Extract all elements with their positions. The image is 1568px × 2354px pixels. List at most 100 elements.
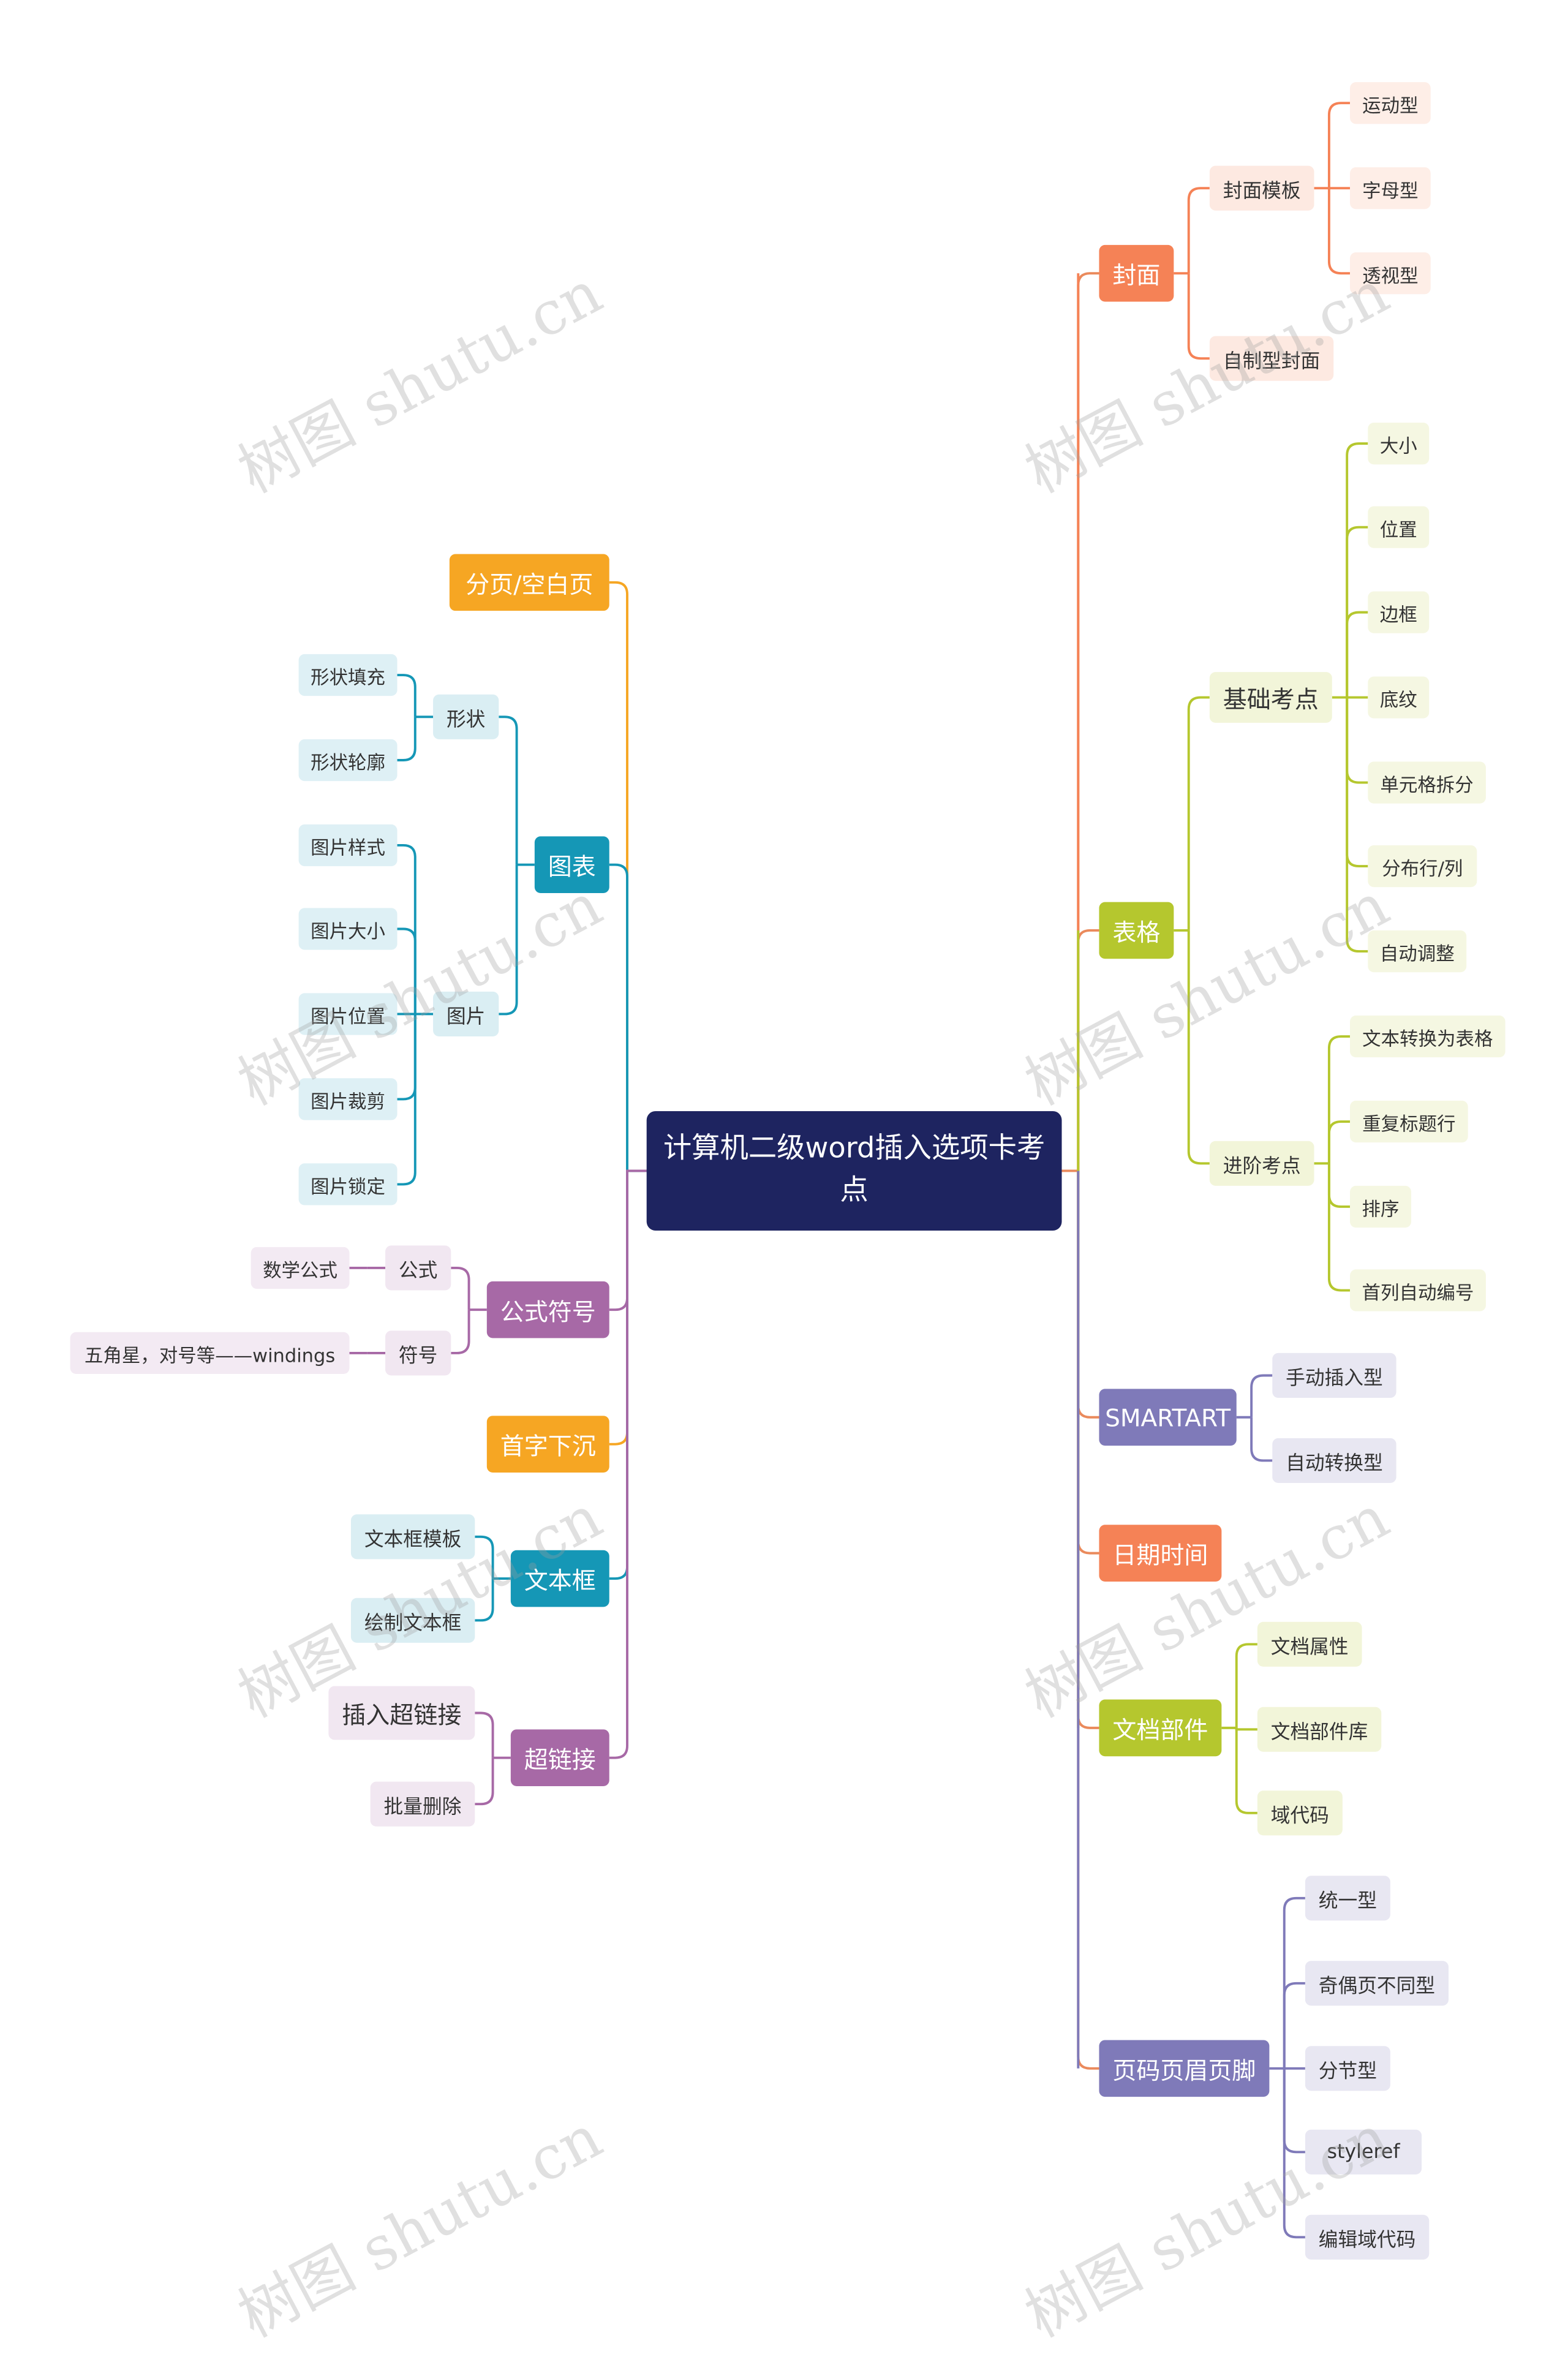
connector-line (451, 1310, 470, 1354)
connector-line (451, 1266, 470, 1310)
branch-formula[interactable]: 公式符号 (486, 1281, 609, 1338)
branch-table-leaf[interactable]: 位置 (1368, 506, 1430, 548)
branch-cover-leaf[interactable]: 运动型 (1350, 82, 1431, 124)
branch-cover[interactable]: 封面 (1099, 244, 1174, 302)
branch-cover-leaf[interactable]: 字母型 (1350, 167, 1431, 209)
branch-hyperlink-item[interactable]: 批量删除 (370, 1781, 475, 1827)
connector-line (1346, 526, 1368, 698)
branch-textbox-item[interactable]: 绘制文本框 (350, 1598, 475, 1643)
branch-smartart[interactable]: SMARTART (1099, 1389, 1237, 1446)
branch-chart-leaf[interactable]: 图片锁定 (298, 1163, 398, 1205)
connector-line (1235, 1727, 1257, 1731)
branch-formula-item[interactable]: 符号 (385, 1330, 451, 1376)
branch-headerfooter-item[interactable]: 统一型 (1305, 1876, 1390, 1921)
branch-textbox-item[interactable]: 文本框模板 (350, 1514, 475, 1560)
branch-chart-leaf[interactable]: 形状轮廓 (298, 739, 398, 782)
branch-chart-leaf[interactable]: 图片裁剪 (298, 1078, 398, 1120)
branch-cover-item[interactable]: 自制型封面 (1209, 336, 1334, 381)
connector-line (1283, 1982, 1305, 2069)
branch-table-leaf[interactable]: 单元格拆分 (1368, 761, 1486, 804)
root-topic[interactable]: 计算机二级word插入选项卡考点 (646, 1111, 1062, 1231)
connector-line (397, 844, 417, 1014)
connector-line (1327, 1163, 1351, 1208)
connector-line (1327, 102, 1351, 189)
branch-table-leaf[interactable]: 自动调整 (1368, 930, 1467, 973)
branch-table-leaf[interactable]: 底纹 (1368, 676, 1430, 719)
connector-line (397, 717, 417, 761)
branch-docparts-item[interactable]: 域代码 (1257, 1790, 1343, 1836)
connector-line (475, 1535, 494, 1579)
connector-line (397, 1014, 417, 1186)
branch-headerfooter-item[interactable]: 编辑域代码 (1305, 2214, 1430, 2260)
branch-chart-leaf[interactable]: 图片位置 (298, 993, 398, 1035)
branch-table-leaf[interactable]: 排序 (1350, 1185, 1412, 1228)
branch-hyperlink[interactable]: 超链接 (510, 1729, 609, 1786)
connector-line (475, 1579, 494, 1622)
connector-line (1250, 1374, 1273, 1417)
connector-line (1077, 1171, 1099, 1555)
connector-line (1283, 1896, 1305, 2069)
branch-chart-leaf[interactable]: 图片大小 (298, 908, 398, 950)
branch-table-leaf[interactable]: 边框 (1368, 591, 1430, 633)
connector-line (475, 1711, 494, 1758)
branch-chart[interactable]: 图表 (534, 836, 609, 893)
branch-smartart-item[interactable]: 自动转换型 (1272, 1438, 1396, 1484)
branch-headerfooter[interactable]: 页码页眉页脚 (1099, 2040, 1270, 2097)
connector-line (397, 927, 417, 1014)
branch-table-leaf[interactable]: 分布行/列 (1368, 845, 1477, 888)
branch-chart-leaf[interactable]: 形状填充 (298, 654, 398, 696)
branch-table-item[interactable]: 进阶考点 (1209, 1141, 1314, 1186)
connector-line (1077, 272, 1099, 1171)
branch-datetime[interactable]: 日期时间 (1099, 1525, 1222, 1582)
connector-line (1187, 930, 1210, 1165)
branch-chart-item[interactable]: 图片 (433, 991, 499, 1037)
connector-line (1077, 929, 1099, 1171)
connector-line (499, 864, 518, 1016)
connector-line (1327, 1120, 1351, 1164)
connector-line (1187, 187, 1210, 274)
connector-line (1187, 273, 1210, 360)
connector-line (397, 1014, 417, 1101)
branch-table[interactable]: 表格 (1099, 902, 1174, 959)
branch-dropcap[interactable]: 首字下沉 (486, 1416, 609, 1473)
connector-line (475, 1757, 494, 1806)
connector-line (1077, 1171, 1099, 2070)
connector-line (609, 581, 647, 1172)
branch-table-leaf[interactable]: 文本转换为表格 (1350, 1015, 1506, 1058)
branch-cover-item[interactable]: 封面模板 (1209, 165, 1314, 211)
connector-line (609, 863, 647, 1172)
branch-formula-item[interactable]: 公式 (385, 1245, 451, 1291)
branch-chart-leaf[interactable]: 图片样式 (298, 824, 398, 867)
connector-line (1283, 2068, 1305, 2154)
branch-chart-item[interactable]: 形状 (433, 694, 499, 739)
connector-line (499, 715, 518, 865)
branch-table-leaf[interactable]: 首列自动编号 (1350, 1269, 1486, 1311)
connector-line (1346, 611, 1368, 698)
branch-headerfooter-item[interactable]: styleref (1305, 2129, 1422, 2175)
connector-line (1327, 188, 1351, 275)
connector-line (1187, 696, 1210, 930)
connector-line (1235, 1643, 1257, 1728)
branch-docparts[interactable]: 文档部件 (1099, 1699, 1222, 1757)
connector-line (609, 1169, 647, 1759)
branch-headerfooter-item[interactable]: 奇偶页不同型 (1305, 1961, 1449, 2006)
branch-table-leaf[interactable]: 大小 (1368, 422, 1430, 465)
branch-docparts-item[interactable]: 文档部件库 (1257, 1707, 1382, 1752)
connector-line (1327, 1163, 1351, 1292)
branch-table-item[interactable]: 基础考点 (1209, 672, 1332, 723)
branch-formula-leaf[interactable]: 数学公式 (251, 1247, 350, 1289)
branch-headerfooter-item[interactable]: 分节型 (1305, 2046, 1390, 2091)
branch-pagebreak[interactable]: 分页/空白页 (449, 554, 609, 611)
branch-cover-leaf[interactable]: 透视型 (1350, 252, 1431, 295)
connector-line (1283, 2068, 1305, 2239)
branch-table-leaf[interactable]: 重复标题行 (1350, 1100, 1468, 1143)
branch-smartart-item[interactable]: 手动插入型 (1272, 1352, 1396, 1398)
connector-line (1346, 697, 1368, 953)
connector-line (1235, 1727, 1257, 1814)
branch-formula-leaf[interactable]: 五角星，对号等——windings (70, 1332, 350, 1375)
branch-docparts-item[interactable]: 文档属性 (1257, 1621, 1362, 1667)
branch-textbox[interactable]: 文本框 (510, 1550, 609, 1607)
branch-hyperlink-item[interactable]: 插入超链接 (328, 1686, 475, 1740)
